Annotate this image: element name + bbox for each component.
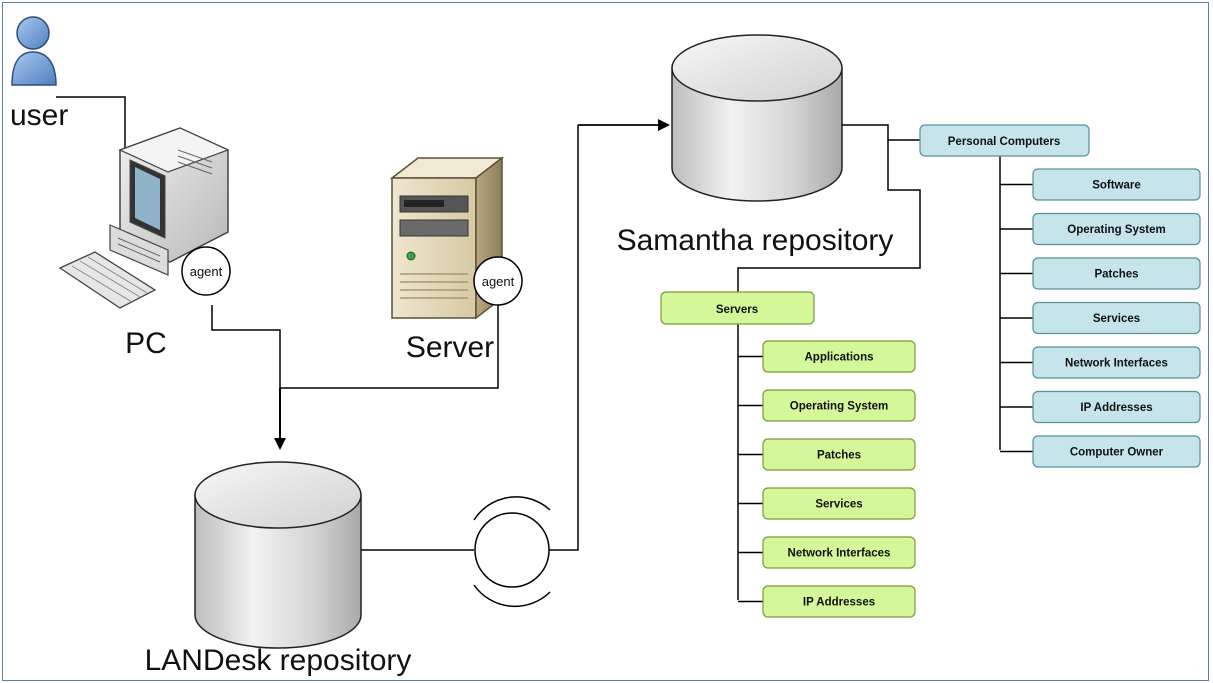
pc-child-label: Services: [1093, 313, 1140, 325]
pc-child-node: [1032, 301, 1201, 335]
servers-child-label: Operating System: [790, 401, 888, 413]
pc-child-node: [1032, 435, 1201, 468]
pc-child-node: [1032, 390, 1201, 424]
servers-node: [660, 291, 815, 325]
pc-child-node: [1032, 346, 1201, 379]
servers-child-node: [762, 438, 916, 471]
servers-child-node: [762, 340, 916, 373]
pc-agent-connector: [211, 305, 281, 388]
user-icon: [11, 16, 57, 86]
pc-child-label: IP Addresses: [1080, 402, 1152, 414]
pc-child-label: Patches: [1094, 269, 1138, 281]
servers-child-node: [762, 585, 916, 618]
user-label: user: [10, 99, 68, 132]
sync-transfer-icon: [473, 496, 551, 608]
user-pc-connector: [56, 96, 126, 148]
servers-child-node: [762, 487, 916, 520]
landesk-label: LANDesk repository: [145, 644, 412, 677]
servers-child-node: [762, 389, 916, 422]
pc-child-node: [1032, 257, 1201, 290]
servers-child-node: [762, 536, 916, 569]
pc-child-node: [1032, 168, 1201, 201]
transfer-samantha-connector: [549, 125, 579, 551]
pc-child-node: [1032, 212, 1201, 246]
pc-child-label: Network Interfaces: [1065, 358, 1168, 370]
servers-child-label: Network Interfaces: [788, 548, 891, 560]
servers-child-label: Applications: [804, 352, 873, 364]
servers-child-label: IP Addresses: [803, 597, 875, 609]
servers-child-label: Patches: [817, 450, 861, 462]
samantha-label: Samantha repository: [617, 224, 894, 257]
pc-child-label: Software: [1092, 180, 1141, 192]
pc-icon: [58, 127, 230, 309]
servers-child-label: Services: [815, 499, 862, 511]
landesk-repository-cylinder: [194, 461, 362, 649]
pc-child-label: Computer Owner: [1070, 447, 1164, 459]
personal-computers-node-label: Personal Computers: [948, 136, 1060, 148]
pc-child-label: Operating System: [1067, 224, 1165, 236]
pc-agent-badge: [181, 246, 231, 296]
samantha-servers-connector: [737, 140, 921, 292]
samantha-pc-connector: [842, 124, 920, 141]
servers-node-label: Servers: [716, 304, 758, 316]
server-label: Server: [406, 331, 494, 364]
samantha-repository-cylinder: [671, 34, 843, 202]
pc-agent-label: agent: [190, 264, 223, 279]
pc-label: PC: [125, 327, 167, 360]
server-agent-connector: [280, 305, 499, 389]
personal-computers-node: [919, 124, 1090, 157]
server-agent-label: agent: [482, 274, 515, 289]
